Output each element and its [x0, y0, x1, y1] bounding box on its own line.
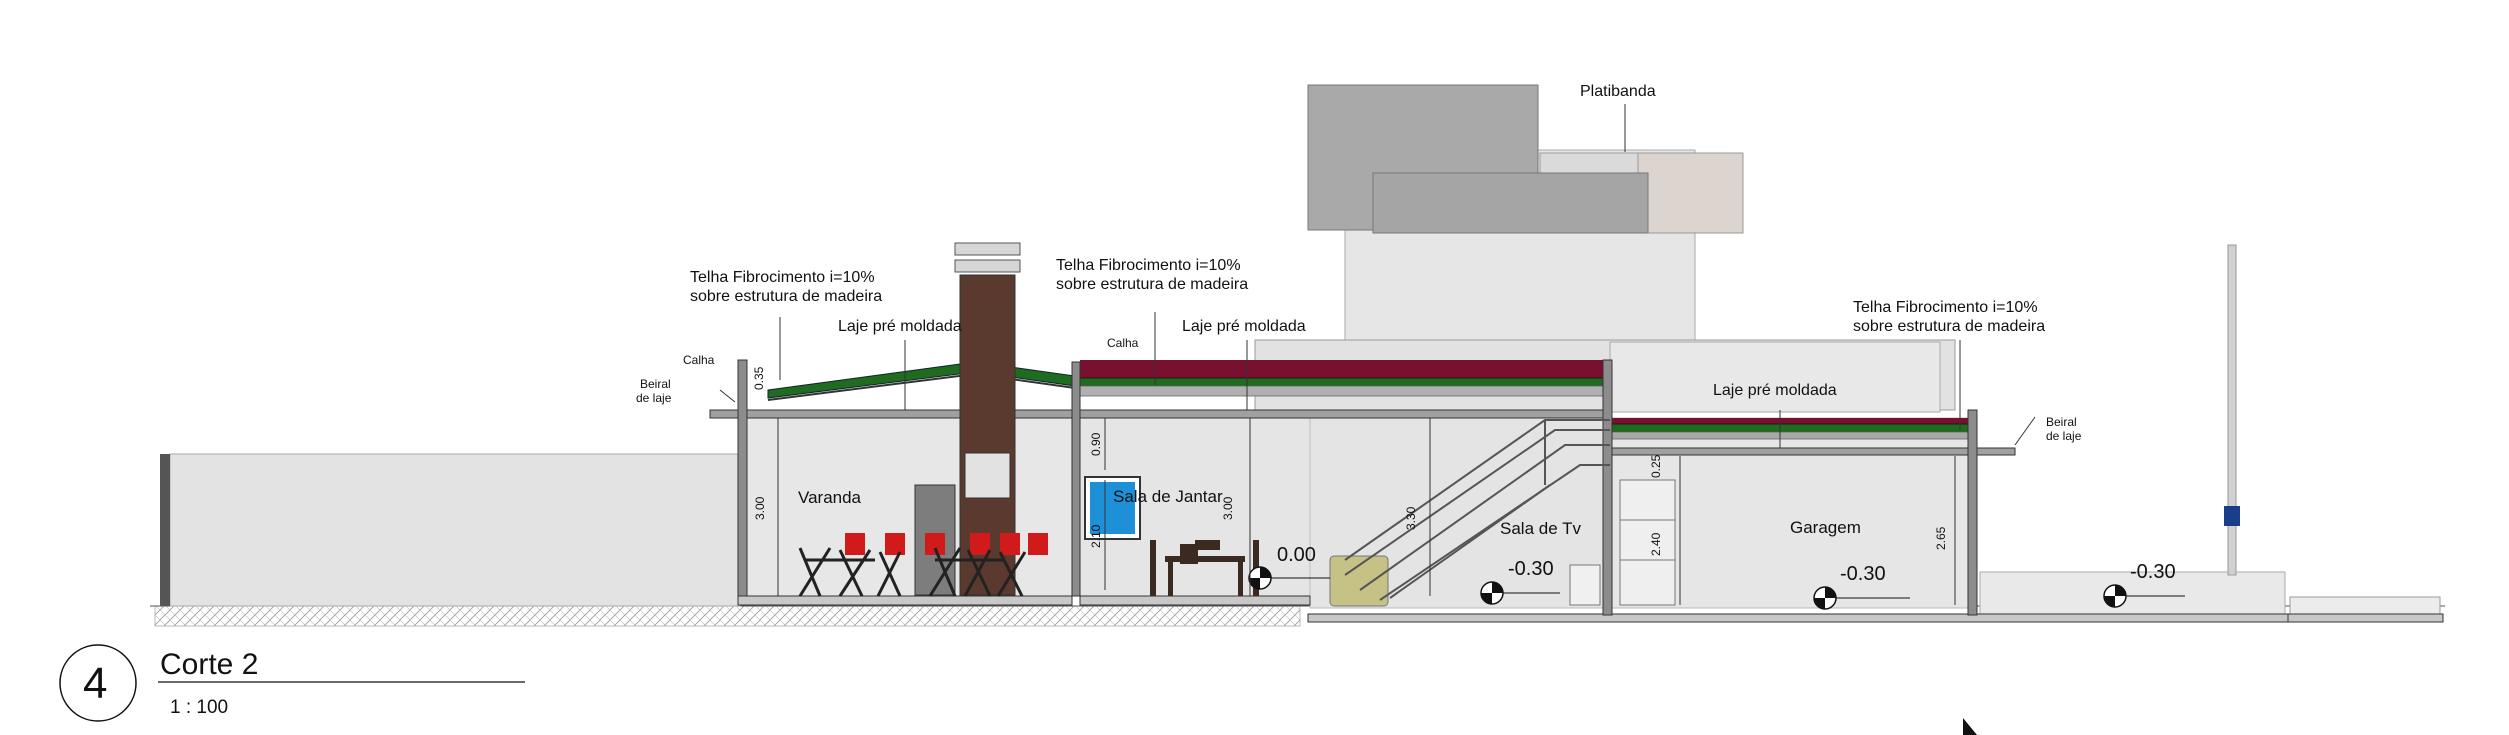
wall-garage-right	[1967, 409, 1978, 616]
annot-beiral-right-2: de laje	[2046, 429, 2082, 443]
dim-garage-door: 2.40	[1649, 532, 1663, 556]
dim-jantar-height: 3.00	[1221, 496, 1235, 520]
lower-floor	[1307, 613, 2289, 623]
level-marker-garage	[1813, 586, 1910, 610]
wall-jantar-left	[1071, 361, 1081, 597]
roof-right-green	[1611, 423, 1973, 433]
section-number-circle	[59, 644, 137, 722]
level-marker-main	[1248, 566, 1330, 590]
dimension-lines	[777, 418, 1956, 605]
mouse-cursor-icon	[1963, 718, 1977, 735]
chimney-cap-1	[954, 242, 1021, 256]
dim-varanda-height: 3.00	[753, 496, 767, 520]
dim-upper-band: 0.90	[1089, 432, 1103, 456]
left-boundary-post	[160, 454, 170, 606]
room-sala-jantar: Sala de Jantar	[1113, 487, 1223, 506]
dim-stair: 3.30	[1404, 506, 1418, 530]
annot-laje-right: Laje pré moldada	[1713, 382, 1837, 399]
roof-mid-gray	[1079, 385, 1606, 397]
wall-varanda-left	[737, 359, 748, 597]
garage-shelf	[1619, 479, 1676, 606]
annot-platibanda: Platibanda	[1580, 83, 1656, 100]
varanda-floor	[737, 595, 1073, 606]
annot-calha-left: Calha	[683, 353, 715, 367]
annot-calha-mid: Calha	[1107, 336, 1139, 350]
tv-unit	[1569, 564, 1601, 606]
roof-mid-wine	[1080, 360, 1605, 382]
room-garagem: Garagem	[1790, 518, 1861, 537]
level-garagem: -0.30	[1840, 563, 1886, 585]
right-annex	[1979, 571, 2286, 615]
section-title: Corte 2	[160, 648, 258, 681]
window-glass	[1090, 482, 1135, 534]
wall-tv-right	[1602, 359, 1613, 616]
level-marker-tv	[1480, 581, 1560, 605]
dim-roof-left: 0.35	[752, 366, 766, 390]
dim-window: 2.10	[1089, 524, 1103, 548]
annot-roof-mid-1: Telha Fibrocimento i=10%	[1056, 257, 1241, 274]
level-marker-exterior	[2103, 584, 2185, 608]
roof-mid-green	[1079, 377, 1606, 387]
upper-volume-right	[1609, 341, 1941, 413]
level-sala-tv: -0.30	[1508, 558, 1554, 580]
annot-beiral-left-2: de laje	[636, 391, 672, 405]
platibanda-block-4	[1372, 172, 1649, 234]
jantar-floor	[1079, 595, 1311, 606]
level-exterior: -0.30	[2130, 561, 2176, 583]
chimney-hood	[964, 452, 1011, 499]
annot-roof-right-2: sobre estrutura de madeira	[1853, 318, 2045, 335]
annot-roof-mid-2: sobre estrutura de madeira	[1056, 276, 1248, 293]
exterior-floor	[2287, 613, 2444, 623]
roof-right-wine	[1612, 418, 1972, 424]
roof-right-gray	[1611, 431, 1973, 440]
chimney-cap-2	[954, 259, 1021, 273]
main-slab	[709, 409, 1611, 419]
annot-laje-mid: Laje pré moldada	[1182, 318, 1306, 335]
annot-roof-left-1: Telha Fibrocimento i=10%	[690, 269, 875, 286]
stair	[1344, 419, 1610, 601]
right-slab	[1609, 447, 2016, 456]
room-varanda: Varanda	[798, 488, 862, 507]
level-main: 0.00	[1277, 544, 1316, 566]
varanda-furniture	[798, 533, 1048, 597]
antenna-box	[2224, 506, 2240, 526]
platibanda-block-3	[1637, 152, 1744, 234]
dim-garage-top: 0.25	[1649, 454, 1663, 478]
annot-beiral-left-1: Beiral	[640, 377, 671, 391]
dim-garage-height: 2.65	[1934, 526, 1948, 550]
sofa	[1329, 555, 1389, 607]
varanda-room	[741, 417, 1073, 597]
room-sala-tv: Sala de Tv	[1500, 519, 1581, 538]
antenna-tower	[2227, 244, 2237, 576]
left-boundary-wall	[169, 453, 741, 607]
right-ground	[2289, 596, 2441, 615]
annot-roof-right-1: Telha Fibrocimento i=10%	[1853, 299, 2038, 316]
section-scale: 1 : 100	[170, 697, 228, 718]
section-number: 4	[83, 659, 107, 708]
annot-roof-left-2: sobre estrutura de madeira	[690, 288, 882, 305]
annot-beiral-right-1: Beiral	[2046, 415, 2077, 429]
ground-hatch	[154, 605, 1301, 627]
annotation-leaders	[719, 104, 2036, 448]
annot-laje-left: Laje pré moldada	[838, 318, 962, 335]
